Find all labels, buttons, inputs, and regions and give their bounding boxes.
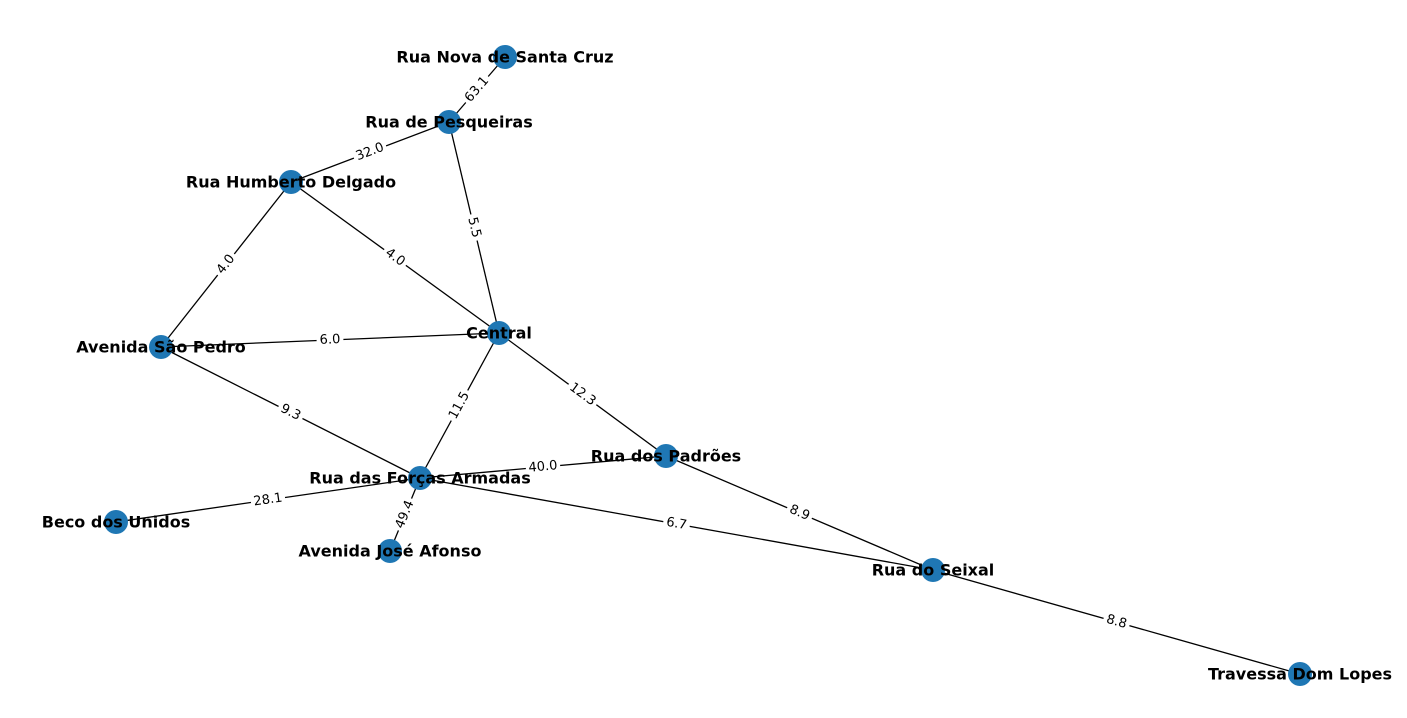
node-padroes (654, 444, 678, 468)
node-label-forcas: Rua das Forças Armadas (309, 469, 530, 488)
node-aspedro (149, 335, 173, 359)
edge-label-group: 4.0 (379, 243, 411, 272)
edge-label-background (563, 377, 602, 412)
edge-label-background (661, 513, 692, 535)
edge-label-group: 8.9 (784, 500, 815, 526)
edge-weight-label: 8.9 (787, 502, 812, 524)
edge-weight-label: 6.0 (319, 332, 340, 348)
edge-label-group: 12.3 (563, 377, 602, 412)
node-nova (493, 45, 517, 69)
edge-label-group: 5.5 (463, 212, 485, 243)
node-pesq (437, 110, 461, 134)
node-label-humb: Rua Humberto Delgado (186, 173, 396, 192)
edge-label-background (784, 500, 815, 526)
edge-label-group: 63.1 (459, 71, 495, 108)
edge-label-group: 6.0 (316, 331, 344, 349)
edge-label-background (249, 489, 287, 511)
node-forcas (408, 466, 432, 490)
edge-label-background (351, 138, 389, 166)
node-travessa (1288, 662, 1312, 686)
edge-label-group: 9.3 (274, 399, 307, 426)
edge-label-group: 40.0 (525, 457, 561, 477)
edge-label-background (391, 495, 419, 534)
edge-label-group: 8.8 (1101, 610, 1132, 634)
edges-layer (115, 56, 1301, 675)
edge-label-group: 6.7 (661, 513, 692, 535)
edge-label-background (316, 331, 344, 349)
edge-weight-label: 8.8 (1105, 612, 1129, 632)
edge-weight-label: 28.1 (253, 491, 284, 510)
edge-weight-label: 40.0 (528, 458, 558, 476)
node-jafonso (378, 539, 402, 563)
edge-label-group: 49.4 (391, 495, 419, 534)
node-humb (279, 170, 303, 194)
edge-label-background (525, 457, 561, 477)
edge-weight-label: 5.5 (464, 216, 483, 240)
node-label-seixal: Rua do Seixal (872, 561, 995, 580)
edge-label-background (1101, 610, 1132, 634)
edge-label-background (379, 243, 411, 272)
edge-label-background (444, 386, 475, 425)
node-label-pesq: Rua de Pesqueiras (365, 113, 532, 132)
node-central (487, 321, 511, 345)
node-beco (104, 510, 128, 534)
node-label-padroes: Rua dos Padrões (591, 447, 741, 466)
edge-label-group: 11.5 (444, 386, 475, 425)
edge-label-group: 28.1 (249, 489, 287, 511)
node-label-jafonso: Avenida José Afonso (299, 542, 482, 561)
node-seixal (921, 558, 945, 582)
edge-weight-label: 49.4 (393, 498, 418, 530)
edge-label-group: 4.0 (211, 249, 241, 280)
edge-label-background (274, 399, 307, 426)
edge-label-background (459, 71, 495, 108)
edge-label-background (211, 249, 241, 280)
edge-label-group: 32.0 (351, 138, 389, 166)
node-label-beco: Beco dos Unidos (42, 513, 190, 532)
node-label-travessa: Travessa Dom Lopes (1208, 665, 1392, 684)
node-label-central: Central (466, 324, 532, 343)
nodes-layer (104, 45, 1312, 686)
node-label-nova: Rua Nova de Santa Cruz (396, 48, 613, 67)
node-label-aspedro: Avenida São Pedro (76, 338, 246, 357)
edge-label-background (463, 212, 485, 243)
edge-weight-label: 6.7 (665, 515, 688, 533)
